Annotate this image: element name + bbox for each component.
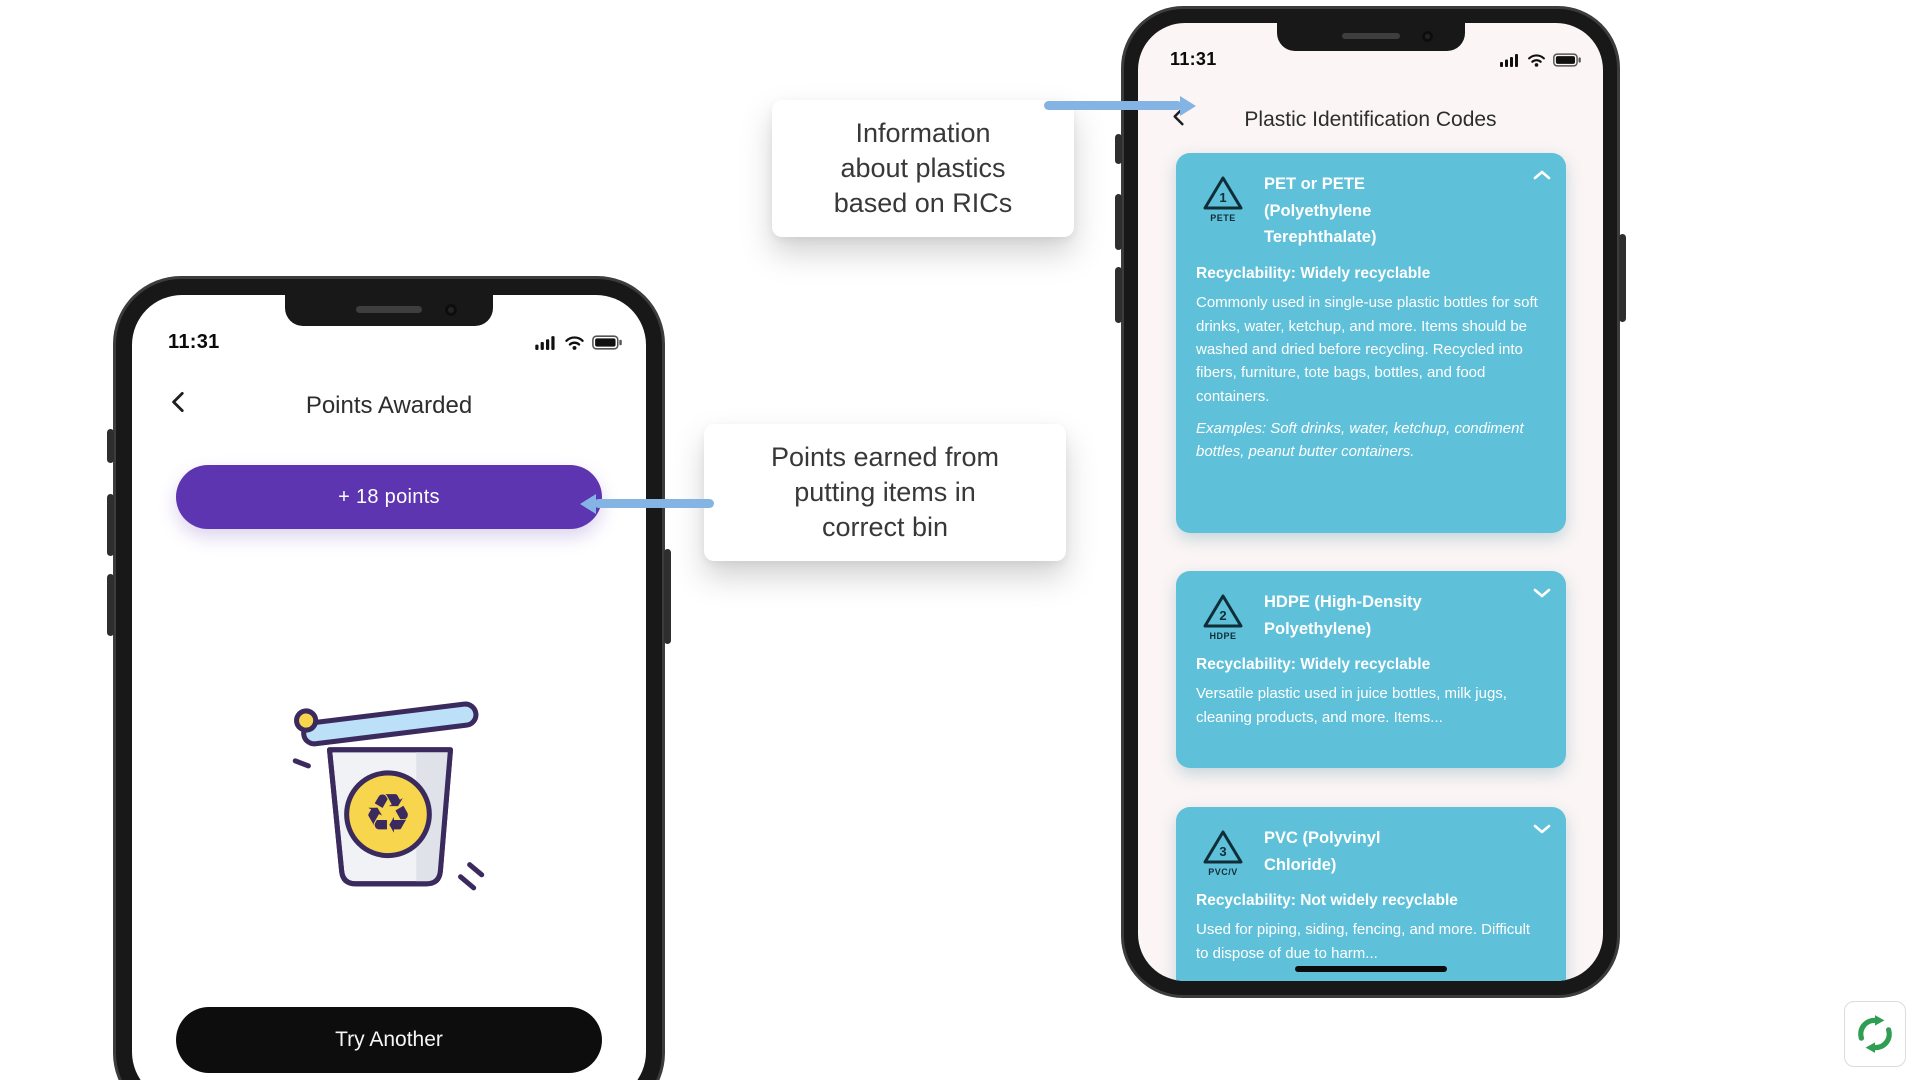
recycle-bin-illustration: ♻	[263, 653, 515, 910]
annotation-points-info: Points earned from putting items in corr…	[704, 424, 1066, 562]
mute-button	[107, 429, 114, 463]
card-header: 3 PVC/V PVC (Polyvinyl Chloride)	[1196, 825, 1546, 878]
plastic-card-pet[interactable]: 1 PETE PET or PETE (Polyethylene Terepht…	[1176, 153, 1566, 533]
ric-number: 1	[1219, 190, 1226, 205]
status-icons	[535, 335, 622, 350]
arrow-head-icon	[1180, 96, 1196, 116]
chevron-up-icon[interactable]	[1533, 169, 1551, 181]
front-camera	[445, 304, 457, 316]
card-description: Versatile plastic used in juice bottles,…	[1196, 685, 1507, 726]
status-time: 11:31	[168, 331, 220, 353]
page-title: Points Awarded	[305, 392, 473, 419]
card-title: PET or PETE (Polyethylene Terephthalate)	[1264, 175, 1377, 247]
volume-down-button	[1115, 267, 1122, 323]
front-camera	[1421, 31, 1433, 42]
ric-label: PVC/V	[1208, 867, 1238, 877]
plastic-card-hdpe[interactable]: 2 HDPE HDPE (High-Density Polyethylene) …	[1176, 571, 1566, 768]
arrow-line	[594, 499, 714, 508]
ric-3-icon: 3 PVC/V	[1196, 828, 1250, 877]
annotation-arrow-ric	[1044, 96, 1196, 116]
status-time: 11:31	[1170, 49, 1217, 69]
svg-text:♻: ♻	[364, 781, 413, 845]
page-title: Plastic Identification Codes	[1244, 108, 1497, 131]
points-screen: 11:31 Points Awarded + 18 points	[132, 295, 646, 1080]
card-header: 1 PETE PET or PETE (Polyethylene Terepht…	[1196, 171, 1546, 251]
arrow-line	[1044, 101, 1182, 110]
wifi-icon	[565, 336, 584, 350]
mute-button	[1115, 134, 1122, 164]
annotation-arrow-points	[580, 494, 714, 514]
ric-screen: 11:31 Plastic Identification Codes 1	[1138, 23, 1603, 981]
ric-1-icon: 1 PETE	[1196, 174, 1250, 223]
card-header: 2 HDPE HDPE (High-Density Polyethylene)	[1196, 589, 1546, 642]
recyclability-text: Recyclability: Widely recyclable	[1196, 265, 1431, 283]
card-title: PVC (Polyvinyl Chloride)	[1264, 829, 1381, 874]
speaker-grill	[356, 306, 422, 313]
annotation-ric-info: Information about plastics based on RICs	[772, 100, 1074, 238]
annotation-line: Information	[855, 118, 991, 148]
plastic-code-list: 1 PETE PET or PETE (Polyethylene Terepht…	[1176, 153, 1566, 981]
speaker-grill	[1341, 33, 1400, 39]
chevron-down-icon[interactable]	[1533, 823, 1551, 835]
ric-2-icon: 2 HDPE	[1196, 592, 1250, 641]
volume-up-button	[107, 494, 114, 556]
card-description: Used for piping, siding, fencing, and mo…	[1196, 921, 1531, 962]
recycle-logo-icon	[1858, 1015, 1892, 1053]
recyclability-text: Recyclability: Widely recyclable	[1196, 656, 1431, 674]
wifi-icon	[1528, 53, 1545, 67]
phone-mockup-points: 11:31 Points Awarded + 18 points	[107, 276, 671, 1080]
card-title: HDPE (High-Density Polyethylene)	[1264, 593, 1422, 638]
back-chevron-icon	[1173, 107, 1184, 126]
ric-label: PETE	[1210, 213, 1236, 223]
points-awarded-button[interactable]: + 18 points	[176, 465, 602, 529]
annotation-line: correct bin	[821, 512, 949, 543]
phone-mockup-ric: 11:31 Plastic Identification Codes 1	[1115, 6, 1626, 998]
power-button	[1619, 234, 1626, 322]
status-bar: 11:31	[1170, 49, 1581, 70]
recycle-brand-logo	[1844, 1001, 1906, 1067]
annotation-line: putting items in	[794, 477, 976, 508]
chevron-down-icon[interactable]	[1533, 587, 1551, 599]
back-chevron-icon	[172, 391, 184, 413]
notch	[285, 295, 493, 326]
annotation-line: based on RICs	[833, 188, 1013, 219]
ric-number: 2	[1219, 608, 1226, 623]
back-button[interactable]	[1168, 105, 1191, 128]
battery-icon	[592, 335, 622, 350]
signal-icon	[1500, 53, 1518, 67]
plastic-card-pvc[interactable]: 3 PVC/V PVC (Polyvinyl Chloride) Recycla…	[1176, 807, 1566, 981]
notch	[1276, 23, 1465, 51]
home-indicator[interactable]	[1294, 966, 1447, 972]
back-button[interactable]	[166, 389, 192, 415]
status-icons	[1500, 52, 1581, 67]
recyclability-text: Recyclability: Not widely recyclable	[1196, 892, 1458, 910]
signal-icon	[535, 336, 555, 350]
power-button	[664, 549, 671, 644]
volume-up-button	[1115, 194, 1122, 250]
try-another-button[interactable]: Try Another	[176, 1007, 602, 1073]
status-bar: 11:31	[168, 331, 622, 354]
volume-down-button	[107, 574, 114, 636]
arrow-head-icon	[580, 494, 596, 514]
card-description: Commonly used in single-use plastic bott…	[1196, 294, 1538, 405]
ric-label: HDPE	[1209, 631, 1237, 641]
annotation-line: about plastics	[840, 153, 1006, 184]
ric-number: 3	[1219, 844, 1226, 859]
annotation-line: Points earned from	[770, 442, 1000, 472]
card-examples: Examples: Soft drinks, water, ketchup, c…	[1196, 420, 1524, 460]
battery-icon	[1553, 52, 1581, 67]
